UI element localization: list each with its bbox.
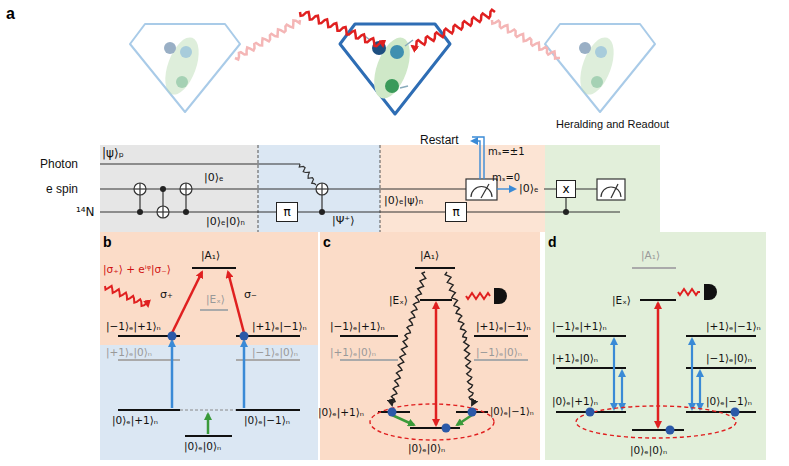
- photon-wave: [412, 10, 495, 49]
- wire-label: e spin: [46, 182, 78, 196]
- level-label: |0⟩ₑ|+1⟩ₙ: [552, 395, 598, 408]
- photon-wave: [300, 12, 383, 46]
- outcome-label: mₛ=±1: [488, 146, 525, 158]
- level-label: |Eₓ⟩: [206, 293, 225, 306]
- level-label: |A₁⟩: [201, 249, 220, 262]
- level-label: |+1⟩ₑ|0⟩ₙ: [552, 352, 598, 365]
- photon-wave: [492, 20, 560, 59]
- state-label: |0⟩ₑ: [519, 182, 539, 195]
- state-label: |0⟩ₑ|0⟩ₙ: [206, 215, 245, 228]
- outcome-label: mₛ=0: [492, 172, 520, 184]
- level-label: |0⟩ₑ|−1⟩ₙ: [706, 395, 752, 408]
- level-label: |−1⟩ₑ|+1⟩ₙ: [106, 320, 161, 333]
- level-label: |+1⟩ₑ|−1⟩ₙ: [252, 320, 307, 333]
- level-label: |−1⟩ₑ|+1⟩ₙ: [552, 320, 607, 333]
- wire-label: ¹⁴N: [76, 205, 95, 219]
- photon-wave: [678, 289, 700, 295]
- panel-letter: b: [103, 234, 112, 251]
- level-label: |−1⟩ₑ|0⟩ₙ: [252, 346, 298, 359]
- level-label: |0⟩ₑ|+1⟩ₙ: [318, 406, 364, 419]
- level-label: |0⟩ₑ|0⟩ₙ: [408, 442, 445, 455]
- level-label: |Eₓ⟩: [612, 294, 631, 307]
- state-label: |ψ⟩ₚ: [102, 146, 124, 160]
- stage-title: Heralding and Readout: [556, 118, 669, 131]
- level-label: |0⟩ₑ|−1⟩ₙ: [490, 406, 534, 418]
- state-label: |0⟩ₑ: [204, 171, 224, 184]
- panel-letter: c: [323, 234, 331, 251]
- level-label: |0⟩ₑ|0⟩ₙ: [184, 440, 221, 453]
- state-label: |Ψ⁺⟩: [332, 214, 354, 227]
- level-label: |−1⟩ₑ|+1⟩ₙ: [330, 320, 385, 333]
- photon-wave: [466, 293, 490, 299]
- level-label: |+1⟩ₑ|0⟩ₙ: [106, 346, 152, 359]
- pi-pulse-gate: π: [276, 202, 298, 222]
- panel-letter: d: [548, 234, 557, 251]
- level-label: |A₁⟩: [420, 249, 439, 262]
- x-gate: x: [556, 180, 576, 198]
- level-label: |+1⟩ₑ|0⟩ₙ: [330, 346, 376, 359]
- gate-symbol: x: [562, 183, 569, 195]
- transition-label: σ₊: [160, 288, 173, 301]
- photon-state: |σ₊⟩ + eⁱᵠ|σ₋⟩: [103, 263, 171, 276]
- state-label: |0⟩ₑ|ψ⟩ₙ: [384, 194, 423, 207]
- photon-wave: [391, 272, 425, 405]
- photon-wave: [445, 272, 474, 405]
- photon-wave: [105, 286, 148, 306]
- wire-label: Photon: [40, 157, 78, 171]
- level-label: |−1⟩ₑ|0⟩ₙ: [476, 346, 522, 359]
- level-label: |+1⟩ₑ|−1⟩ₙ: [706, 320, 761, 333]
- level-label: |0⟩ₑ|+1⟩ₙ: [112, 414, 158, 427]
- panel-letter: a: [6, 4, 15, 23]
- level-label: |A₁⟩: [641, 249, 660, 262]
- level-label: |0⟩ₑ|−1⟩ₙ: [244, 414, 290, 427]
- photon-wave: [299, 164, 316, 185]
- photon-wave: [235, 20, 300, 60]
- pi-pulse-gate: π: [445, 202, 467, 222]
- transition-label: σ₋: [244, 288, 257, 301]
- level-label: |−1⟩ₑ|0⟩ₙ: [706, 352, 752, 365]
- branch-label: Restart: [420, 133, 459, 147]
- level-label: |0⟩ₑ|0⟩ₙ: [630, 444, 667, 457]
- level-label: |+1⟩ₑ|−1⟩ₙ: [476, 320, 531, 333]
- gate-symbol: π: [452, 206, 459, 218]
- gate-symbol: π: [283, 206, 290, 218]
- level-label: |Eₓ⟩: [389, 294, 408, 307]
